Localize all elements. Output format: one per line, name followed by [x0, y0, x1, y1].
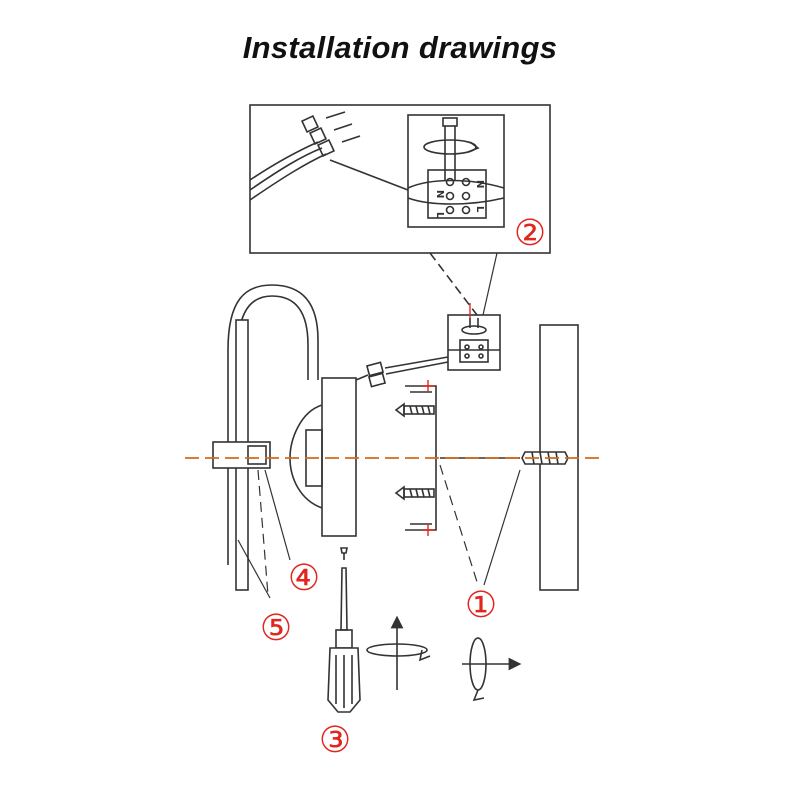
rotate-arrow-icon [462, 637, 522, 702]
screw-icon [394, 402, 435, 418]
screw-icon [394, 485, 435, 501]
callout-1: ① [465, 585, 497, 626]
junction-box [384, 314, 501, 375]
terminal-letter-n: N [474, 180, 485, 188]
lamp-fixture [212, 284, 387, 591]
callout-4: ④ [288, 558, 320, 599]
callout-3: ③ [319, 720, 351, 761]
screwdriver-icon [327, 547, 361, 713]
callout-2: ② [514, 213, 546, 254]
terminal-letter-n: N [434, 190, 445, 198]
callout-5: ⑤ [260, 608, 292, 649]
terminal-letter-l: L [474, 206, 485, 213]
detail-inset [249, 104, 551, 316]
terminal-letter-l: L [434, 212, 445, 219]
terminal-block-icon [407, 114, 505, 228]
inset-wire-bundle [249, 111, 409, 201]
page-title: Installation drawings [242, 30, 558, 65]
rotate-arrow-icon [366, 615, 431, 690]
